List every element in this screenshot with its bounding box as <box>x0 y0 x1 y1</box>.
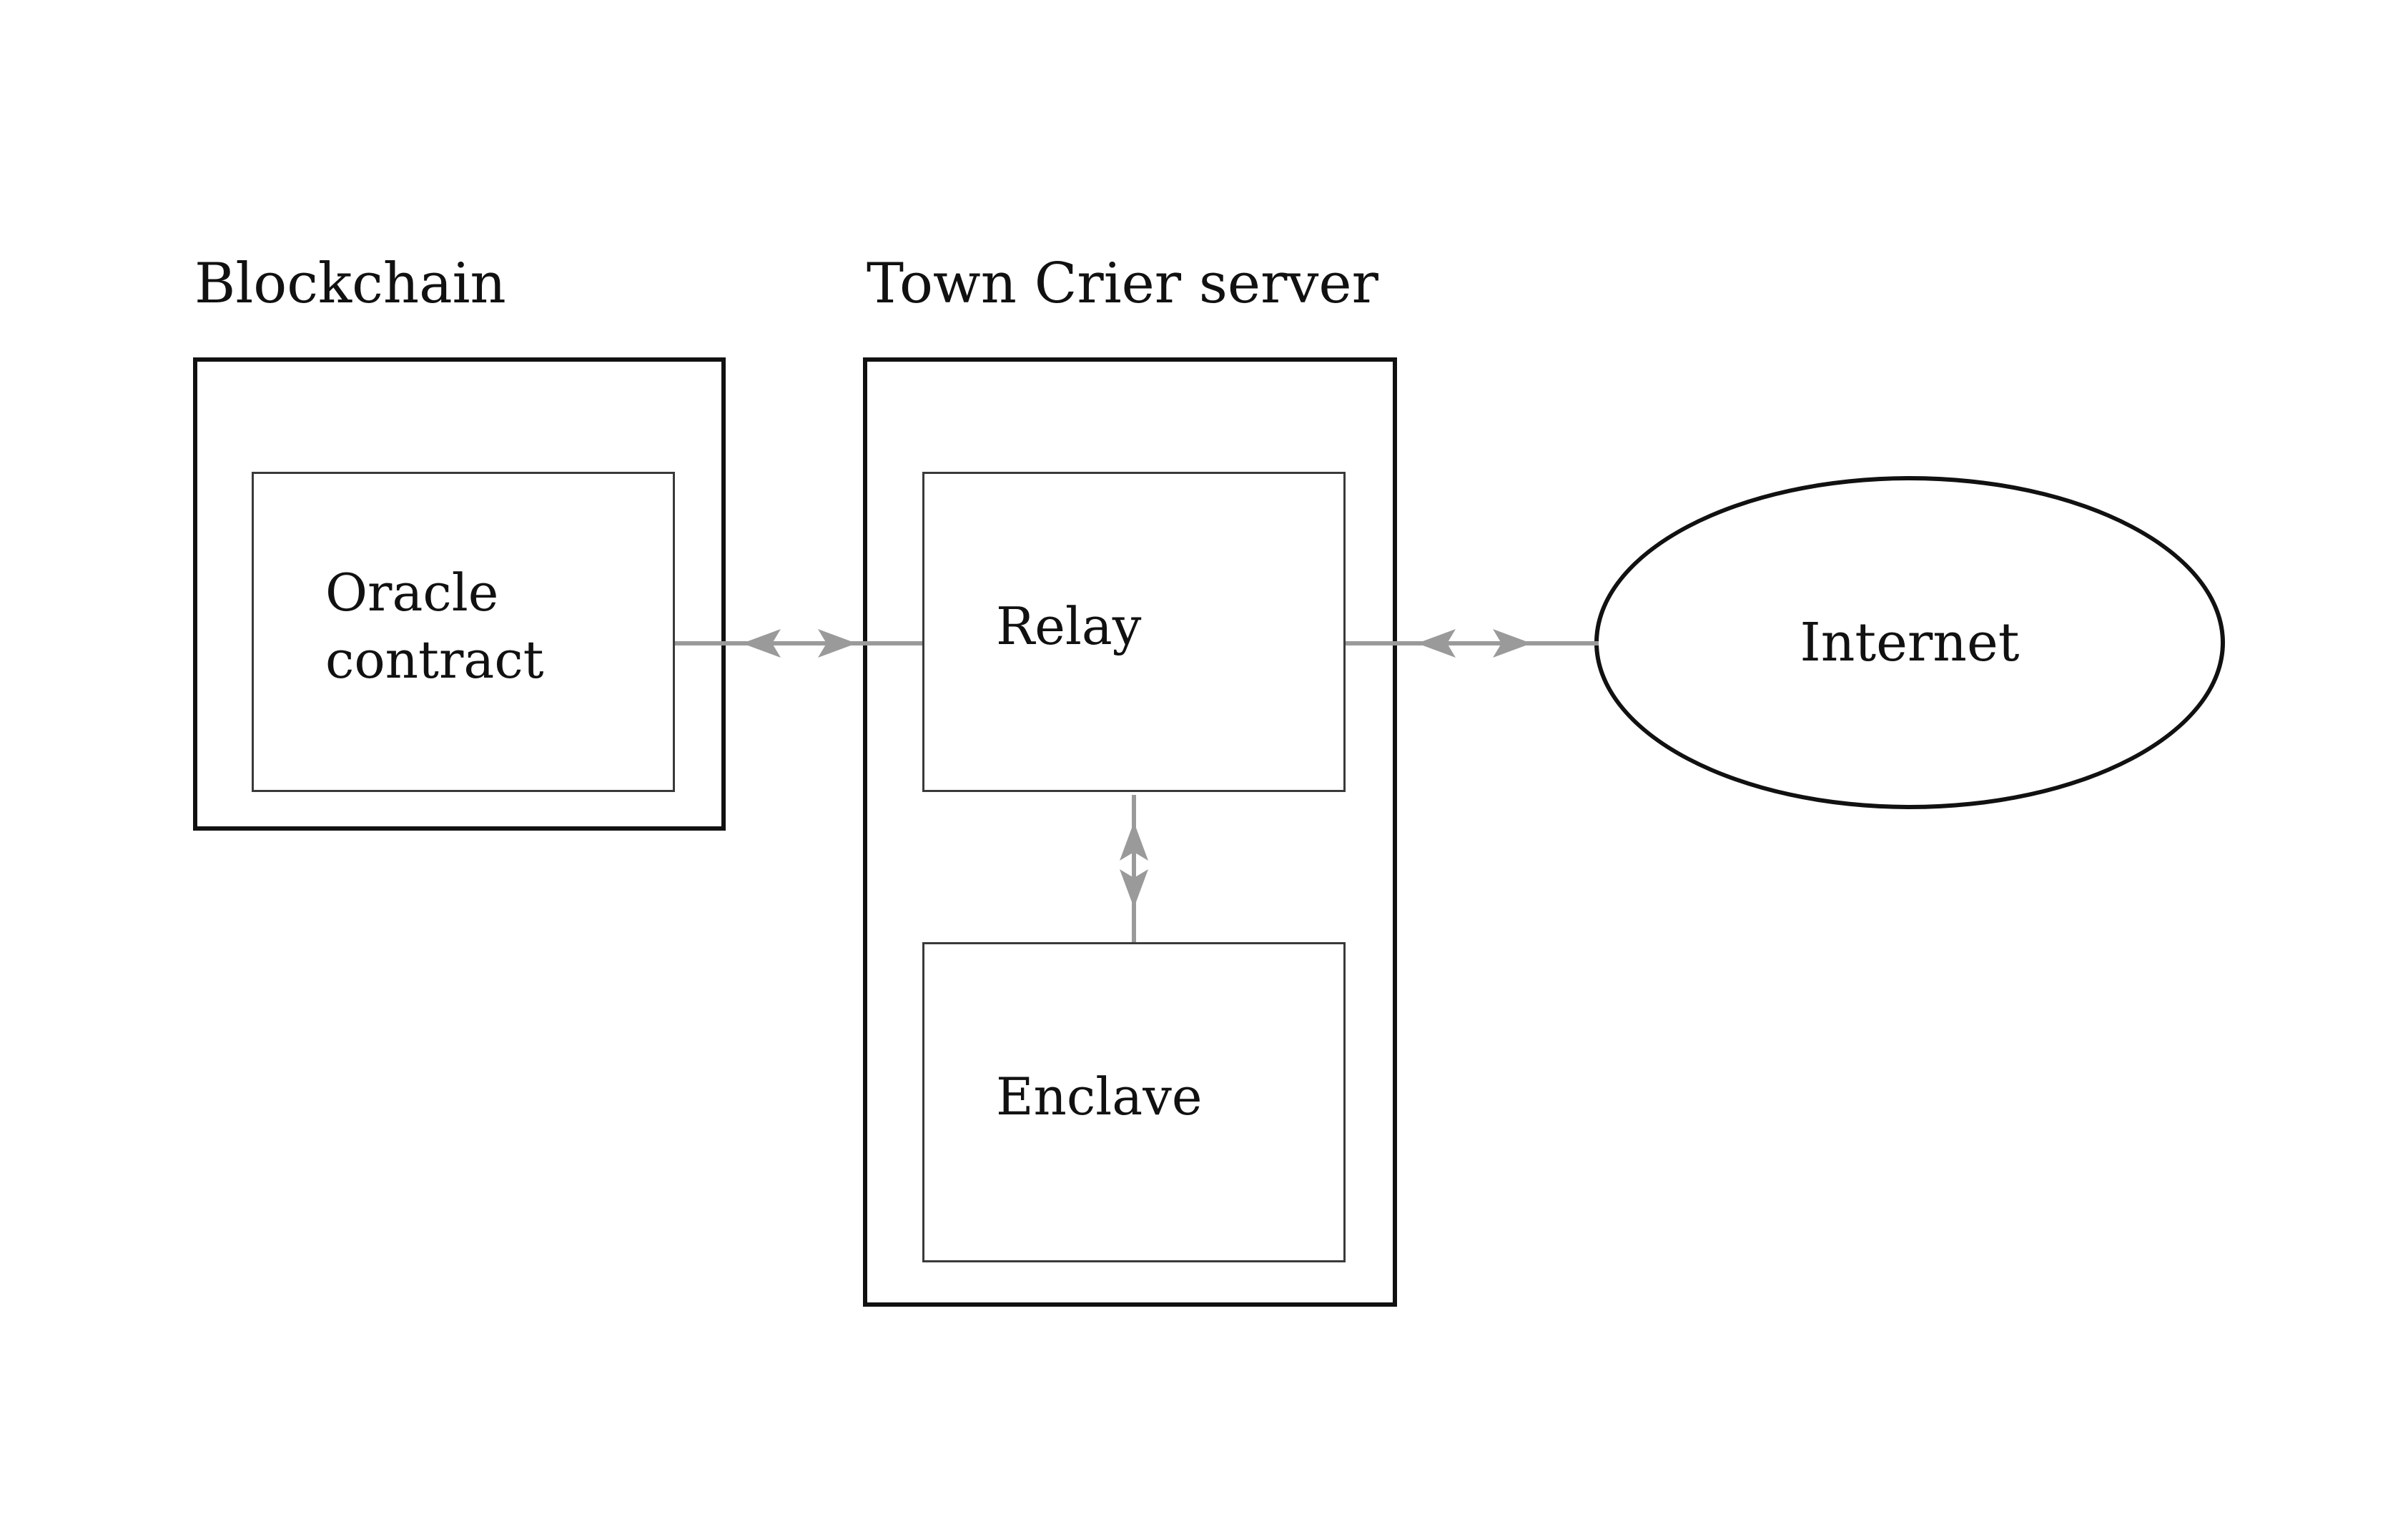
enclave-box: Enclave <box>922 942 1346 1262</box>
oracle-contract-label-line2: contract <box>325 629 544 690</box>
blockchain-heading: Blockchain <box>194 252 506 316</box>
enclave-label: Enclave <box>996 1067 1203 1127</box>
internet-ellipse: Internet <box>1594 476 2225 809</box>
oracle-contract-box: Oracle contract <box>252 472 675 792</box>
arrowhead-right-icon <box>818 629 857 658</box>
server-heading: Town Crier server <box>867 252 1378 316</box>
arrowhead-left-icon <box>742 629 781 658</box>
relay-box: Relay <box>922 472 1346 792</box>
relay-label: Relay <box>996 596 1142 656</box>
oracle-contract-label: Oracle contract <box>325 560 544 693</box>
internet-label: Internet <box>1800 612 2020 673</box>
arrowhead-right-icon <box>1493 629 1531 658</box>
arrowhead-left-icon <box>1417 629 1456 658</box>
oracle-contract-label-line1: Oracle <box>325 563 499 623</box>
